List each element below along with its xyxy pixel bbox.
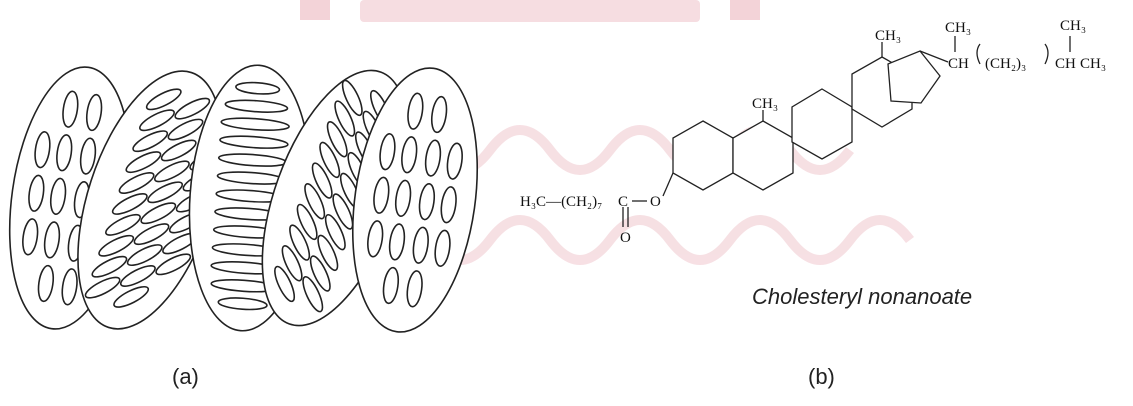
lc-molecule [105,213,141,236]
carbonyl-oxygen-label: O [620,230,631,246]
lc-molecule [373,176,390,214]
lc-molecule [304,183,326,220]
bond-bracket [976,43,1049,65]
panel-b-label: (b) [808,364,835,389]
lc-molecule [22,218,39,256]
side-terminal-label: CH₃ [1080,56,1106,72]
lc-molecule [61,268,78,306]
layer-disc [351,67,479,333]
lc-molecule [341,79,363,117]
lc-molecule [49,177,67,215]
lc-molecule [217,297,268,311]
lc-molecule [145,88,182,111]
lc-molecule [56,134,73,172]
lc-molecule [224,99,289,113]
lc-molecule [302,275,324,313]
lc-molecule [111,193,148,215]
side-ch-end-label: CH [1055,56,1076,72]
lc-molecule [446,142,463,180]
lc-molecule [309,255,331,292]
lc-molecule [274,265,296,303]
side-chain-mid-label: (CH₂)₃ [985,56,1026,72]
lc-molecule [62,90,79,128]
lc-molecule [388,223,406,261]
lc-molecule [220,117,290,131]
lc-molecule [147,181,184,204]
lc-molecule [37,264,55,303]
lc-molecule [401,136,418,174]
side-ch-label: CH [948,56,969,72]
lc-molecule [84,276,121,299]
lc-molecule [412,226,429,264]
disc-outline [351,67,479,333]
lc-molecule [167,118,204,141]
lc-molecule [296,203,318,241]
carbonyl-carbon-label: C [618,194,628,210]
lc-molecule [132,130,169,153]
lc-molecule [126,244,163,267]
lc-molecule [289,224,311,261]
lc-molecule [140,202,177,225]
lc-molecule [281,245,303,282]
lc-molecule [153,160,190,183]
methyl-13-label: CH₃ [875,28,901,44]
lc-molecule [43,221,61,259]
lc-molecule [382,266,400,305]
lc-molecule [219,135,289,149]
lc-molecule [125,151,162,174]
lc-molecule [160,139,197,162]
lc-molecule [235,81,281,95]
side-ch-methyl-label: CH₃ [945,20,971,36]
ring-c [791,88,853,160]
lc-molecule [311,162,333,199]
lc-molecule [91,255,128,278]
lc-molecule [319,141,341,179]
lc-molecule [324,213,346,251]
lc-molecule [407,92,424,130]
lc-molecule [34,131,51,169]
lc-molecule [139,109,175,132]
ring-e [887,50,941,104]
ester-oxygen-label: O [650,194,661,210]
lc-molecule [155,253,192,276]
molecule-structure: H₃C—(CH₂)₇ C O O CH₃ CH₃ CH CH₃ (CH₂)₃ C… [520,18,1106,246]
ring-b [732,120,794,191]
lc-molecule [440,186,457,224]
lc-molecule [418,183,436,221]
lc-molecule [174,97,211,120]
lc-molecule [28,174,45,212]
panel-a-label: (a) [172,364,199,389]
lc-molecule [332,193,354,230]
bond-ester-o [662,172,674,197]
ester-chain-label: H₃C—(CH₂)₇ [520,194,602,210]
lc-molecule [118,172,155,194]
lc-molecule [119,265,156,287]
lc-molecule [133,223,170,246]
bond-side-chain [919,50,949,63]
lc-molecule [379,133,396,171]
lc-molecule [113,285,150,308]
lc-molecule [434,229,451,267]
lc-molecule [85,93,103,132]
lc-molecule [326,121,348,158]
lc-molecule [430,95,448,134]
ring-a [672,120,734,191]
lc-molecule [317,234,339,272]
liquid-crystal-layers [8,64,479,333]
lc-molecule [79,137,97,175]
lc-molecule [394,179,412,217]
lc-molecule [367,220,384,258]
methyl-10-label: CH₃ [752,96,778,112]
lc-molecule [406,270,423,308]
lc-molecule [334,100,356,137]
side-top-methyl-label: CH₃ [1060,18,1086,34]
lc-molecule [424,139,442,177]
compound-name: Cholesteryl nonanoate [752,284,973,309]
lc-molecule [98,234,135,257]
